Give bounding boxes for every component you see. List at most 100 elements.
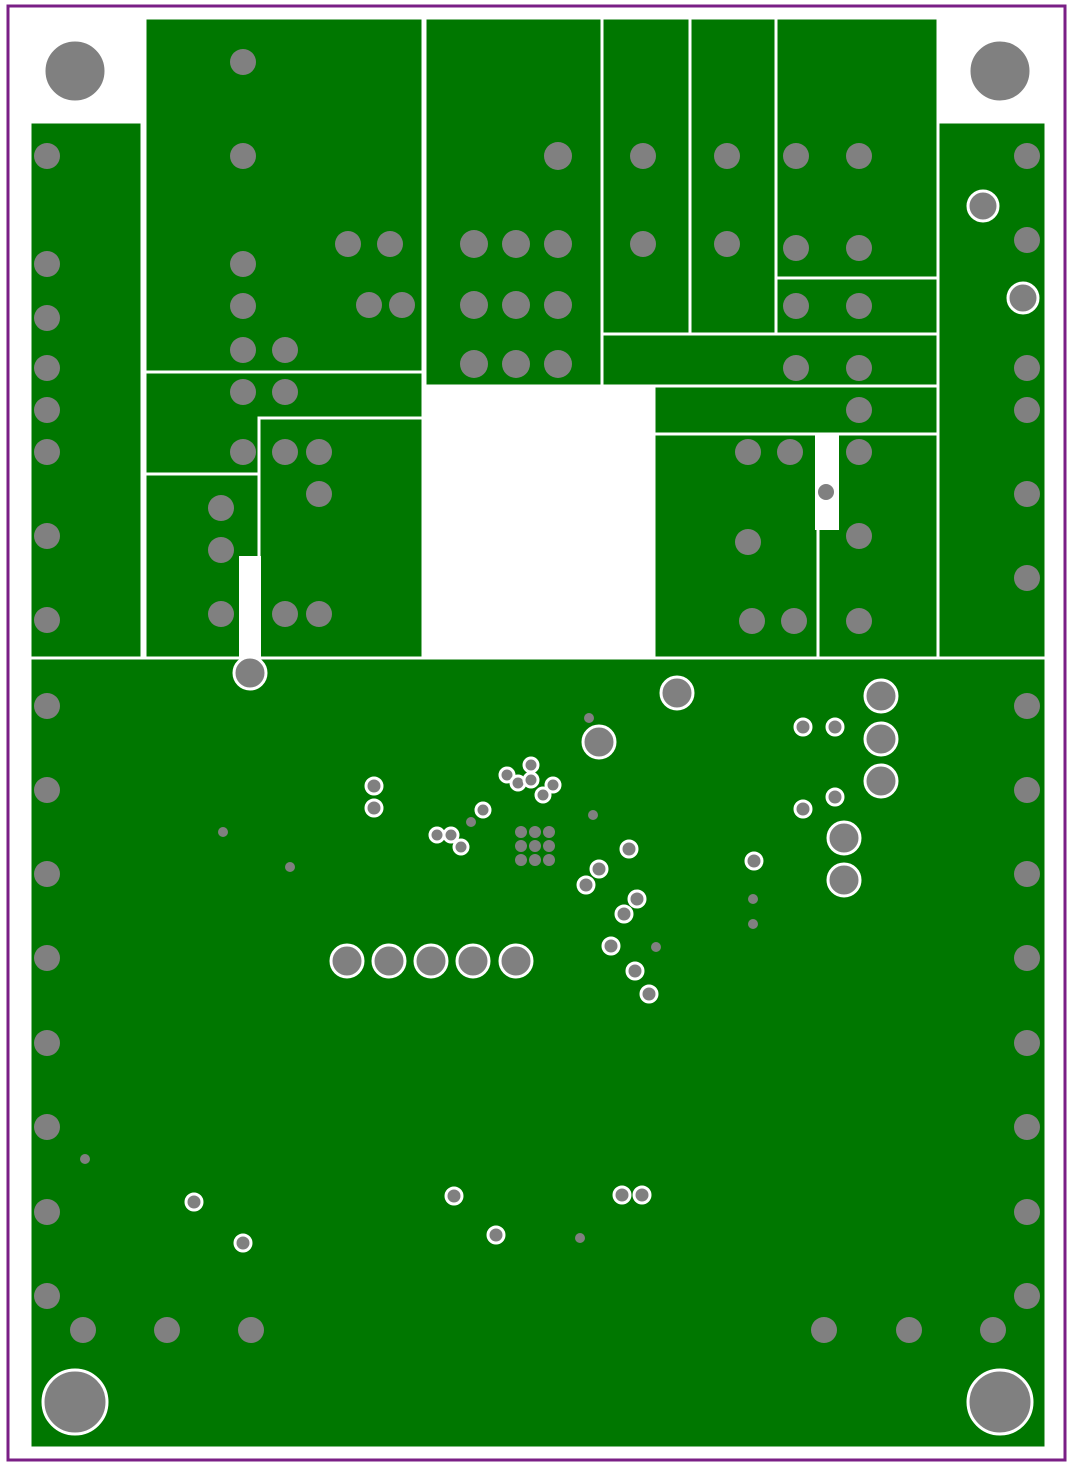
via	[781, 608, 807, 634]
ringed-via	[455, 943, 491, 979]
ringed-via	[744, 851, 764, 871]
via	[460, 291, 488, 319]
ringed-via	[966, 189, 1000, 223]
ringed-via	[581, 724, 617, 760]
via	[34, 251, 60, 277]
via	[1014, 777, 1040, 803]
ringed-via	[442, 826, 460, 844]
ringed-via	[793, 717, 813, 737]
ringed-via	[498, 766, 516, 784]
via	[735, 529, 761, 555]
via	[1014, 861, 1040, 887]
via	[1014, 1030, 1040, 1056]
ringed-via	[601, 936, 621, 956]
via	[34, 397, 60, 423]
ringed-via	[413, 943, 449, 979]
ringed-via	[793, 799, 813, 819]
vias	[34, 49, 1040, 1343]
via	[34, 143, 60, 169]
via	[544, 142, 572, 170]
via	[230, 379, 256, 405]
via	[783, 143, 809, 169]
via	[739, 608, 765, 634]
via	[306, 439, 332, 465]
ringed-via	[522, 771, 540, 789]
via	[230, 293, 256, 319]
slot-right	[815, 434, 839, 530]
via	[651, 942, 661, 952]
via	[1014, 227, 1040, 253]
via	[1014, 693, 1040, 719]
via	[466, 817, 476, 827]
via	[1014, 565, 1040, 591]
via	[34, 607, 60, 633]
via	[34, 945, 60, 971]
slot-left	[239, 556, 261, 658]
via	[748, 919, 758, 929]
via	[230, 337, 256, 363]
via	[356, 292, 382, 318]
ringed-via	[639, 984, 659, 1004]
via	[230, 49, 256, 75]
via	[630, 143, 656, 169]
via	[846, 143, 872, 169]
via	[272, 601, 298, 627]
ringed-via	[589, 859, 609, 879]
ringed-via	[498, 943, 534, 979]
via	[846, 523, 872, 549]
via	[154, 1317, 180, 1343]
mounting-hole-bottom-right	[966, 1368, 1034, 1436]
via	[714, 231, 740, 257]
ringed-via	[619, 839, 639, 859]
via	[34, 1114, 60, 1140]
via	[389, 292, 415, 318]
via	[1014, 1199, 1040, 1225]
via	[34, 861, 60, 887]
pour-right-step-b	[600, 332, 940, 388]
via	[208, 601, 234, 627]
via	[306, 601, 332, 627]
via	[544, 350, 572, 378]
via	[1014, 143, 1040, 169]
ringed-via	[576, 875, 596, 895]
via	[544, 291, 572, 319]
ringed-via	[428, 826, 446, 844]
via	[811, 1317, 837, 1343]
via	[783, 235, 809, 261]
via	[34, 305, 60, 331]
ringed-via	[534, 786, 552, 804]
via	[460, 350, 488, 378]
via	[34, 693, 60, 719]
via	[1014, 1283, 1040, 1309]
via	[502, 291, 530, 319]
ringed-via	[329, 943, 365, 979]
via	[896, 1317, 922, 1343]
via	[630, 231, 656, 257]
pour-upper-right-a	[600, 16, 692, 388]
via	[846, 355, 872, 381]
via	[230, 439, 256, 465]
ringed-via	[184, 1192, 204, 1212]
via	[543, 840, 555, 852]
via	[1014, 397, 1040, 423]
via	[575, 1233, 585, 1243]
via	[460, 230, 488, 258]
via	[529, 854, 541, 866]
via	[34, 1283, 60, 1309]
ringed-via	[627, 889, 647, 909]
mounting-holes	[41, 38, 1034, 1436]
via	[335, 231, 361, 257]
via	[34, 439, 60, 465]
via	[777, 439, 803, 465]
ringed-via	[452, 838, 470, 856]
mounting-hole-top-right	[967, 38, 1033, 104]
ringed-via	[544, 776, 562, 794]
ringed-via	[625, 961, 645, 981]
via	[272, 439, 298, 465]
via	[515, 826, 527, 838]
via	[238, 1317, 264, 1343]
via	[818, 484, 834, 500]
via	[846, 439, 872, 465]
via	[846, 235, 872, 261]
via	[70, 1317, 96, 1343]
